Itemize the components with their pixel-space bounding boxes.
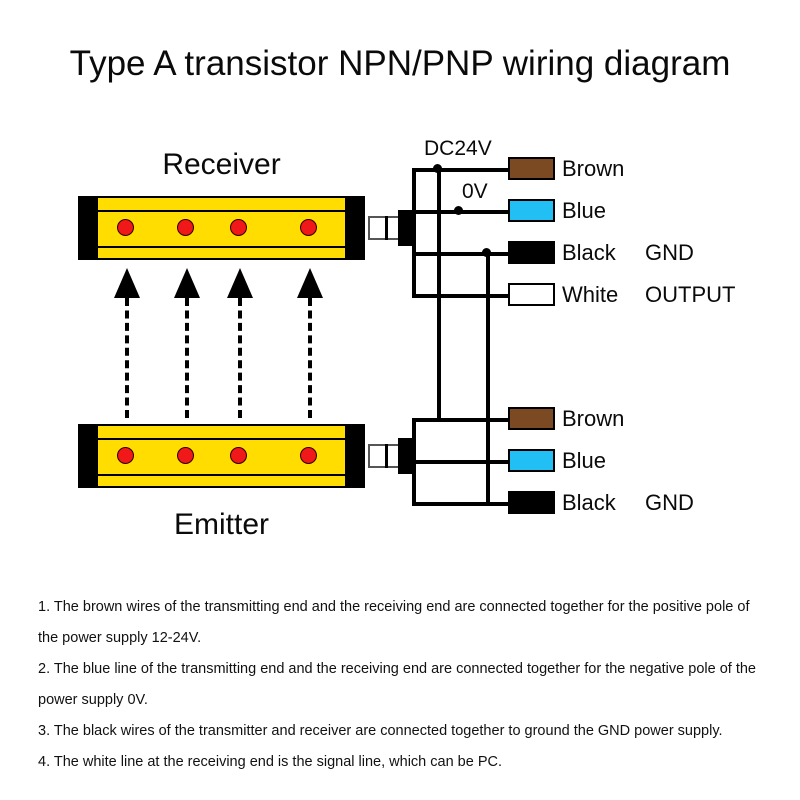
beam-line <box>238 298 242 418</box>
emitter-label: Emitter <box>173 508 269 541</box>
wire-run-black-receiver <box>412 252 508 256</box>
receiver-connector-rib <box>385 216 388 240</box>
junction-dot <box>433 164 442 173</box>
note-item: 4. The white line at the receiving end i… <box>38 754 502 770</box>
receiver-connector-block <box>398 210 414 246</box>
curtain-end-cap-right <box>345 424 365 488</box>
junction-dot <box>482 248 491 257</box>
sensor-dot <box>117 447 134 464</box>
wire-label-brown-emitter: Brown <box>562 406 625 431</box>
wire-swatch-black-receiver <box>508 241 555 264</box>
curtain-end-cap-right <box>345 196 365 260</box>
sensor-dot <box>230 219 247 236</box>
wire-run-brown-receiver <box>412 168 508 172</box>
wire-run-brown-emitter <box>412 418 508 422</box>
brown-bus-line <box>437 168 441 422</box>
receiver-harness-rail <box>412 168 416 296</box>
wire-run-blue-emitter <box>412 460 508 464</box>
wire-function-black-receiver: GND <box>645 240 694 265</box>
wire-function-black-emitter: GND <box>645 490 694 515</box>
wire-label-blue-emitter: Blue <box>562 448 607 473</box>
wire-label-blue-receiver: Blue <box>562 198 607 223</box>
sensor-dot <box>177 219 194 236</box>
curtain-rule-top <box>98 438 345 440</box>
curtain-end-cap-left <box>78 424 98 488</box>
wire-swatch-black-emitter <box>508 491 555 514</box>
beam-arrow-icon <box>297 268 323 298</box>
beam-line <box>308 298 312 418</box>
beam-line <box>125 298 129 418</box>
wire-swatch-blue-emitter <box>508 449 555 472</box>
sensor-dot <box>117 219 134 236</box>
beam-arrow-icon <box>174 268 200 298</box>
emitter-connector-block <box>398 438 414 474</box>
beam-line <box>185 298 189 418</box>
receiver-label: Receiver <box>162 148 281 181</box>
wire-swatch-white-receiver <box>508 283 555 306</box>
note-item: 3. The black wires of the transmitter an… <box>38 723 723 739</box>
curtain-rule-bottom <box>98 474 345 476</box>
note-item: 2. The blue line of the transmitting end… <box>38 661 756 708</box>
wire-swatch-brown-receiver <box>508 157 555 180</box>
rail-tag-dc24v: DC24V <box>424 137 492 160</box>
wire-label-brown-receiver: Brown <box>562 156 625 181</box>
emitter-connector-rib <box>385 444 388 468</box>
beam-arrow-icon <box>114 268 140 298</box>
rail-tag-0v: 0V <box>462 180 488 203</box>
curtain-rule-bottom <box>98 246 345 248</box>
note-item: 1. The brown wires of the transmitting e… <box>38 599 750 646</box>
sensor-dot <box>177 447 194 464</box>
black-bus-line <box>486 252 490 506</box>
wire-run-white-receiver <box>412 294 508 298</box>
sensor-dot <box>230 447 247 464</box>
curtain-rule-top <box>98 210 345 212</box>
beam-arrow-icon <box>227 268 253 298</box>
page-title: Type A transistor NPN/PNP wiring diagram <box>69 44 731 83</box>
wire-swatch-brown-emitter <box>508 407 555 430</box>
junction-dot <box>454 206 463 215</box>
curtain-end-cap-left <box>78 196 98 260</box>
emitter-light-curtain <box>78 424 365 488</box>
wire-label-black-receiver: Black <box>562 240 616 265</box>
wire-label-black-emitter: Black <box>562 490 616 515</box>
receiver-light-curtain <box>78 196 365 260</box>
sensor-dot <box>300 447 317 464</box>
wire-swatch-blue-receiver <box>508 199 555 222</box>
wire-run-black-emitter <box>412 502 508 506</box>
notes-block: 1. The brown wires of the transmitting e… <box>38 592 773 778</box>
wire-label-white-receiver: White <box>562 282 619 307</box>
sensor-dot <box>300 219 317 236</box>
wire-function-white-receiver: OUTPUT <box>645 282 736 307</box>
